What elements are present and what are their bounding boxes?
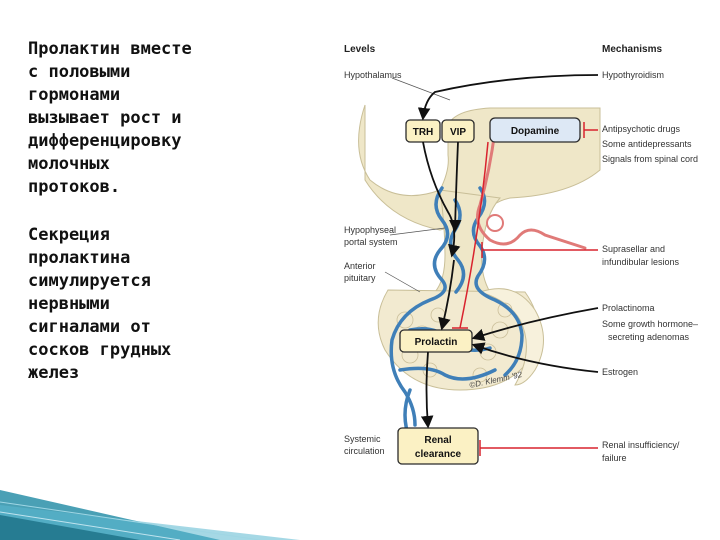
mechanisms-header: Mechanisms [602, 44, 662, 55]
mech-suprasellar-line1: Suprasellar and [602, 244, 665, 254]
prolactin-regulation-diagram: Levels Mechanisms TRH VIP Dopamine Prola… [344, 44, 698, 465]
mech-spinal: Signals from spinal cord [602, 154, 698, 164]
renal-clearance-line2: clearance [415, 449, 462, 460]
level-portal-line1: Hypophyseal [344, 225, 396, 235]
mech-renal-line2: failure [602, 453, 627, 463]
dopamine-label: Dopamine [511, 126, 560, 137]
vip-label: VIP [450, 127, 466, 138]
label-leader-lines [384, 77, 451, 293]
level-systemic-line1: Systemic [344, 434, 381, 444]
inhibitory-lines [452, 122, 598, 456]
renal-clearance-box [397, 427, 479, 465]
mech-hypothyroidism: Hypothyroidism [602, 70, 664, 80]
dopamine-red-vessel [476, 128, 587, 250]
level-systemic-line2: circulation [344, 446, 385, 456]
prolactin-function-paragraph: Пролактин вместе с половыми гормонами вы… [28, 39, 192, 197]
levels-header: Levels [344, 44, 376, 55]
prolactin-box [399, 329, 473, 353]
prolactin-secretion-paragraph: Секреция пролактина симулируется нервным… [28, 225, 172, 383]
corner-decoration [0, 490, 300, 540]
trh-label: TRH [413, 127, 434, 138]
prolactin-label: Prolactin [415, 337, 458, 348]
mech-antidepressants: Some antidepressants [602, 139, 692, 149]
mech-estrogen: Estrogen [602, 367, 638, 377]
level-anterior-line2: pituitary [344, 273, 376, 283]
level-hypothalamus: Hypothalamus [344, 70, 402, 80]
mech-renal-line1: Renal insufficiency/ [602, 440, 680, 450]
mech-suprasellar-line2: infundibular lesions [602, 257, 680, 267]
renal-clearance-line1: Renal [424, 435, 451, 446]
mech-growth-line1: Some growth hormone– [602, 319, 698, 329]
dopamine-box [489, 117, 581, 143]
stimulatory-arrows [417, 74, 599, 429]
level-portal-line2: portal system [344, 237, 398, 247]
left-text-panel: Пролактин вместе с половыми гормонами вы… [28, 38, 298, 385]
mech-antipsychotic: Antipsychotic drugs [602, 124, 681, 134]
level-anterior-line1: Anterior [344, 261, 376, 271]
vip-box [441, 119, 475, 143]
mech-prolactinoma: Prolactinoma [602, 303, 655, 313]
mech-growth-line2: secreting adenomas [608, 332, 690, 342]
